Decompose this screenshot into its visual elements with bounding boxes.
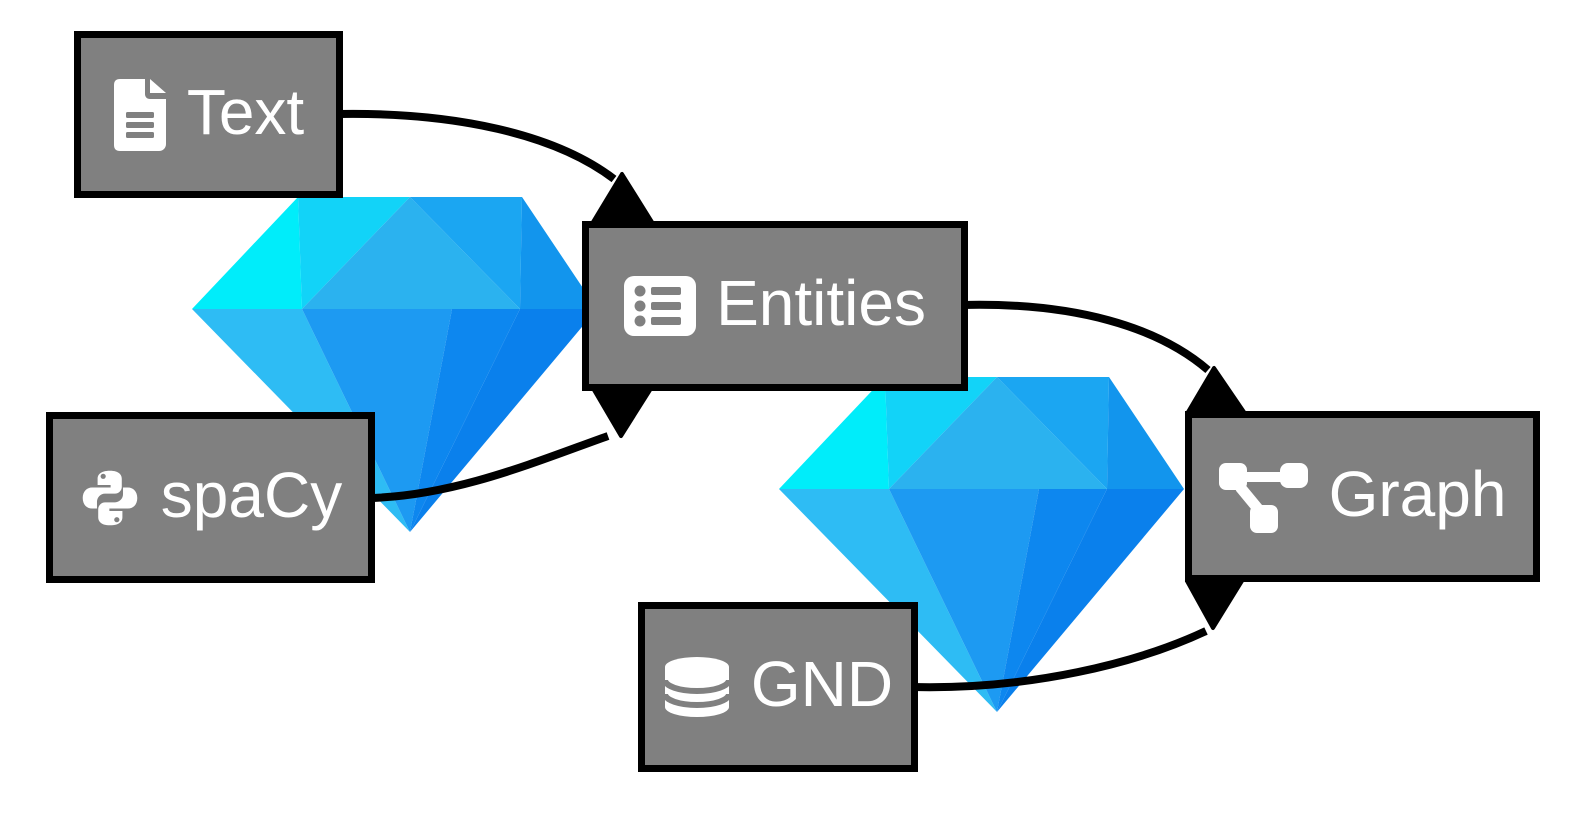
gem-facet bbox=[302, 197, 520, 309]
gem-facet bbox=[997, 377, 1109, 489]
node-entities-label: Entities bbox=[716, 267, 926, 339]
gem-facet bbox=[1107, 377, 1184, 489]
gem-facet bbox=[192, 197, 302, 309]
edge-entities-to-graph bbox=[960, 300, 1211, 374]
node-graph-label: Graph bbox=[1328, 457, 1507, 530]
gem-facet bbox=[298, 197, 410, 309]
node-text-label: Text bbox=[186, 75, 305, 148]
arrowhead-graph-top bbox=[1186, 366, 1246, 414]
node-text: Text bbox=[74, 31, 343, 198]
node-entities: Entities bbox=[582, 221, 968, 391]
list-box-icon bbox=[624, 276, 697, 336]
node-gnd-label: GND bbox=[750, 648, 894, 720]
gem-facet bbox=[889, 377, 1107, 489]
arrowhead-entities-top bbox=[591, 172, 654, 224]
arrowhead-entities-bottom bbox=[592, 388, 652, 438]
node-spacy: spaCy bbox=[46, 412, 375, 583]
gem-facet bbox=[885, 377, 997, 489]
edge-text-to-entities bbox=[337, 109, 617, 183]
arrowhead-graph-bottom bbox=[1185, 579, 1244, 630]
gem-facet bbox=[520, 197, 597, 309]
node-spacy-label: spaCy bbox=[160, 458, 343, 531]
node-graph: Graph bbox=[1185, 411, 1540, 582]
file-lines-icon bbox=[113, 78, 166, 151]
gem-facet bbox=[779, 377, 889, 489]
gem-facet bbox=[410, 197, 522, 309]
database-icon bbox=[662, 657, 731, 717]
node-gnd: GND bbox=[638, 602, 918, 772]
python-logo-icon bbox=[82, 470, 138, 525]
project-diagram-icon bbox=[1218, 462, 1308, 533]
